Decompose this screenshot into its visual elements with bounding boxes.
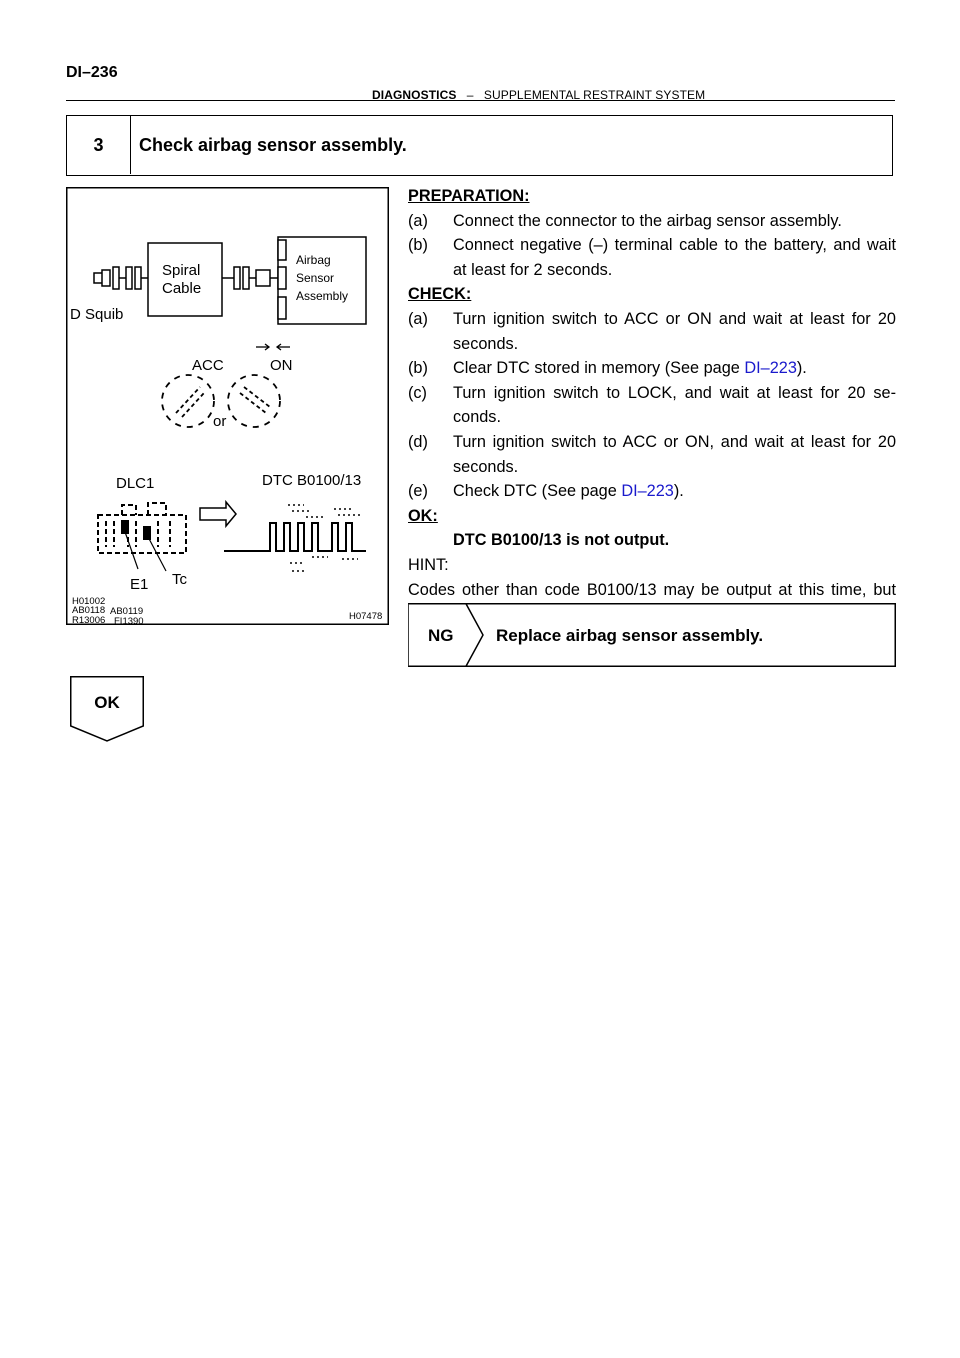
ignition-switch-acc-icon	[161, 374, 215, 428]
airbag-sensor-box	[277, 236, 367, 325]
ng-label: NG	[428, 626, 454, 645]
check-c-text: Turn ignition switch to LOCK, and wait a…	[453, 383, 896, 427]
check-e-label: (e)	[408, 482, 428, 501]
hint-heading: HINT:	[408, 555, 449, 574]
header-category: DIAGNOSTICS	[372, 88, 457, 102]
d-squib-connector-icon	[93, 266, 148, 290]
diagnostic-figure: Spiral Cable Airbag Sensor Assembly D Sq…	[66, 187, 389, 625]
on-label: ON	[270, 357, 293, 374]
right-arrow-icon	[199, 499, 237, 529]
airbag-label-2: Sensor	[296, 271, 334, 285]
spiral-label-1: Spiral	[162, 262, 200, 279]
check-item-e: (e) Check DTC (See page DI–223).	[408, 479, 896, 504]
page-link-di223-2[interactable]: DI–223	[621, 482, 674, 501]
check-c-label: (c)	[408, 383, 427, 402]
dlc1-label: DLC1	[116, 475, 154, 492]
spiral-cable-box	[147, 242, 223, 317]
instructions: PREPARATION: (a) Connect the connector t…	[408, 184, 896, 627]
check-a-label: (a)	[408, 309, 428, 328]
step-box: 3 Check airbag sensor assembly.	[66, 115, 893, 176]
figure-code-3: R13006	[72, 615, 105, 625]
sensor-connector-icon	[222, 266, 278, 290]
step-number: 3	[67, 116, 131, 174]
ok-badge: OK	[70, 676, 144, 742]
ok-result-text: DTC B0100/13 is not output.	[453, 531, 670, 550]
header-rule	[66, 100, 895, 101]
or-label: or	[213, 413, 226, 430]
page-link-di223-1[interactable]: DI–223	[744, 359, 797, 378]
prep-b-text: Connect negative (–) terminal cable to t…	[453, 236, 896, 279]
ok-heading: OK:	[408, 506, 438, 525]
check-b-label: (b)	[408, 359, 428, 378]
ignition-switch-on-icon	[227, 374, 281, 428]
check-e-post: ).	[673, 482, 684, 501]
check-d-label: (d)	[408, 432, 428, 451]
header-separator: –	[466, 88, 474, 102]
dlc1-leader-lines	[123, 528, 167, 572]
header-section: DIAGNOSTICS – SUPPLEMENTAL RESTRAINT SYS…	[372, 88, 705, 102]
dlc1-connector-icon	[97, 502, 187, 554]
preparation-heading: PREPARATION:	[408, 187, 530, 205]
check-a-text: Turn ignition switch to ACC or ON and wa…	[453, 309, 896, 353]
ok-badge-label: OK	[94, 693, 120, 712]
prep-a-label: (a)	[408, 211, 428, 230]
figure-code-4: AB0119	[110, 606, 143, 617]
check-b-text: Clear DTC stored in memory (See page DI–…	[453, 356, 896, 381]
check-e-text: Check DTC (See page DI–223).	[453, 479, 896, 504]
arrows-icon	[256, 343, 290, 351]
figure-code-1: H01002	[72, 596, 105, 607]
prep-item-b: (b) Connect negative (–) terminal cable …	[408, 233, 896, 282]
figure-code-2: AB0118	[72, 605, 105, 616]
e1-label: E1	[130, 576, 148, 593]
spiral-label-2: Cable	[162, 280, 201, 297]
airbag-label-3: Assembly	[296, 289, 348, 303]
check-heading: CHECK:	[408, 285, 472, 304]
check-item-b: (b) Clear DTC stored in memory (See page…	[408, 356, 896, 381]
check-b-pre: Clear DTC stored in memory (See page	[453, 359, 745, 378]
page-code: DI–236	[66, 64, 118, 81]
dtc-label: DTC B0100/13	[262, 472, 361, 489]
d-squib-label: D Squib	[70, 306, 123, 323]
waveform-noise	[288, 504, 360, 572]
prep-item-a: (a) Connect the connector to the airbag …	[408, 209, 896, 234]
check-d-text: Turn ignition switch to ACC or ON, and w…	[453, 432, 896, 476]
header-section-name: SUPPLEMENTAL RESTRAINT SYSTEM	[483, 88, 706, 102]
ng-action-text: Replace airbag sensor assembly.	[496, 626, 763, 645]
check-b-post: ).	[796, 359, 807, 378]
step-title: Check airbag sensor assembly.	[139, 134, 407, 155]
dtc-waveform-icon	[224, 522, 366, 552]
figure-code-6: H07478	[349, 611, 382, 622]
airbag-label-1: Airbag	[296, 253, 331, 267]
acc-label: ACC	[192, 357, 224, 374]
prep-a-text: Connect the connector to the airbag sens…	[453, 211, 842, 230]
check-item-a: (a) Turn ignition switch to ACC or ON an…	[408, 307, 896, 356]
check-item-d: (d) Turn ignition switch to ACC or ON, a…	[408, 430, 896, 479]
check-item-c: (c) Turn ignition switch to LOCK, and wa…	[408, 381, 896, 430]
figure-code-5: FI1390	[114, 616, 144, 625]
check-e-pre: Check DTC (See page	[453, 482, 622, 501]
ng-action-box: NG Replace airbag sensor assembly.	[408, 603, 896, 667]
prep-b-label: (b)	[408, 236, 428, 255]
sensor-pins-icon	[277, 239, 287, 320]
tc-label: Tc	[172, 571, 188, 588]
